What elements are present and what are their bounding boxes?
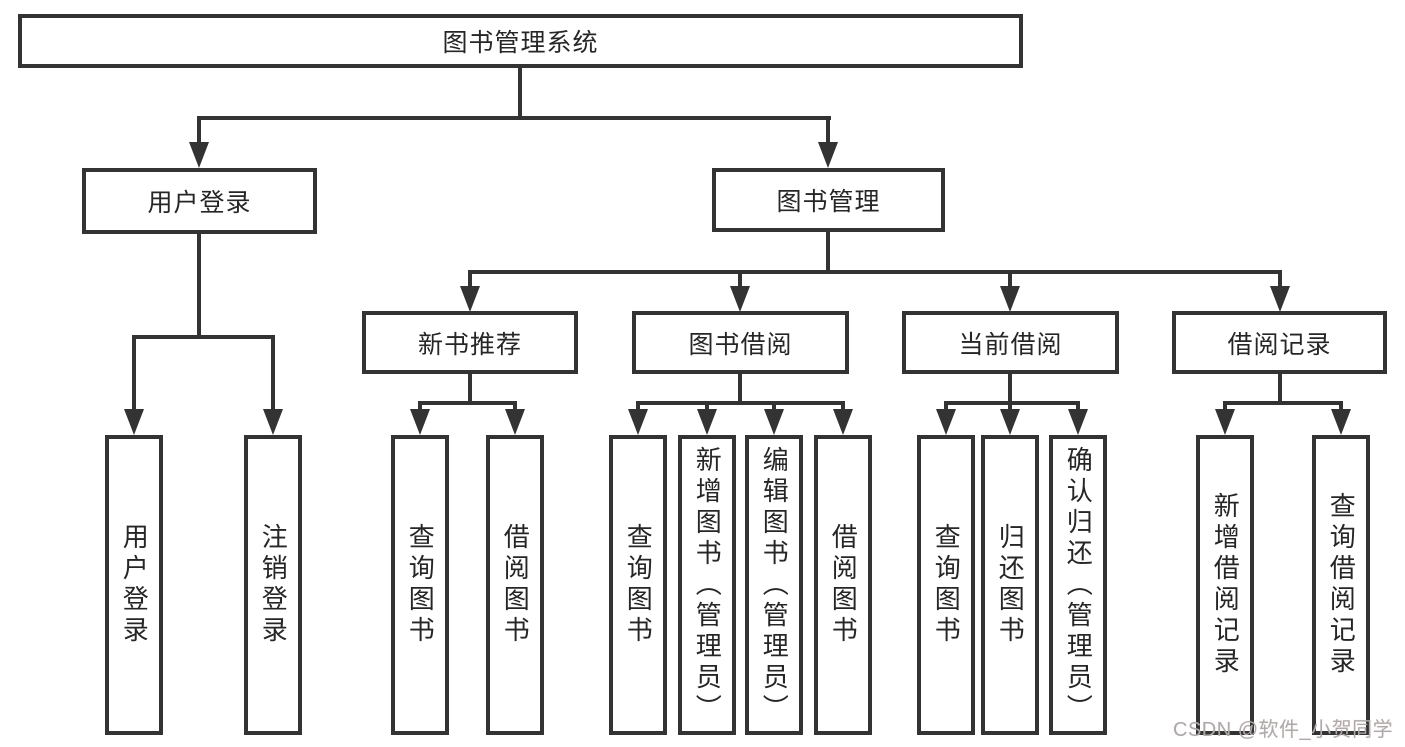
node-label: 新书推荐	[417, 330, 522, 359]
node-current-borrow: 当前借阅	[902, 311, 1119, 374]
arrowhead-book-management	[818, 142, 838, 168]
leaf-label: 编辑图书（管理员）	[759, 445, 790, 725]
connector-rail	[636, 401, 845, 405]
leaf-logout: 注销登录	[244, 435, 302, 735]
arrowhead-leaf	[628, 409, 648, 435]
leaf-add-borrow-record: 新增借阅记录	[1196, 435, 1254, 735]
node-label: 用户登录	[147, 189, 252, 217]
leaf-label: 借阅图书	[828, 523, 859, 647]
connector-to-leaf	[513, 401, 517, 413]
csdn-watermark: CSDN @软件_小贺同学	[1173, 719, 1394, 741]
connector-mgmt-stem	[826, 232, 830, 272]
connector-rail	[944, 401, 1080, 405]
leaf-edit-books-admin: 编辑图书（管理员）	[745, 435, 803, 735]
connector-to-new-book	[468, 270, 472, 290]
node-book-borrow: 图书借阅	[632, 311, 849, 374]
node-label: 当前借阅	[958, 330, 1063, 359]
arrowhead-current-borrow	[1000, 286, 1020, 312]
arrowhead-leaf	[697, 409, 717, 435]
connector-to-leaf	[772, 401, 776, 413]
arrowhead-leaf	[1331, 409, 1351, 435]
leaf-label: 新增图书（管理员）	[692, 445, 723, 725]
node-new-book-recommend: 新书推荐	[362, 311, 578, 374]
leaf-query-borrow-record: 查询借阅记录	[1312, 435, 1370, 735]
connector-login-rail	[132, 335, 275, 339]
leaf-label: 查询图书	[405, 523, 436, 647]
arrowhead-leaf	[1068, 409, 1088, 435]
leaf-label: 查询借阅记录	[1326, 492, 1357, 678]
leaf-label: 注销登录	[258, 523, 289, 647]
leaf-label: 归还图书	[995, 523, 1026, 647]
connector-to-leaf	[841, 401, 845, 413]
leaf-query-books: 查询图书	[609, 435, 667, 735]
leaf-label: 确认归还（管理员）	[1063, 445, 1094, 725]
arrowhead-leaf	[936, 409, 956, 435]
connector-to-current-borrow	[1008, 270, 1012, 290]
leaf-borrow-books: 借阅图书	[486, 435, 544, 735]
leaf-query-books: 查询图书	[917, 435, 975, 735]
node-user-login: 用户登录	[82, 168, 317, 234]
node-label: 借阅记录	[1227, 330, 1332, 359]
node-library-management-system: 图书管理系统	[18, 14, 1023, 68]
connector-stem	[1008, 374, 1012, 405]
arrowhead-leaf	[124, 409, 144, 435]
connector-stem	[468, 374, 472, 405]
connector-to-leaf	[1339, 401, 1343, 413]
arrowhead-leaf	[764, 409, 784, 435]
node-label: 图书管理	[776, 188, 881, 216]
connector-to-leaf	[1223, 401, 1227, 413]
node-borrow-records: 借阅记录	[1172, 311, 1387, 374]
leaf-label: 新增借阅记录	[1210, 492, 1241, 678]
leaf-confirm-return-admin: 确认归还（管理员）	[1049, 435, 1107, 735]
arrowhead-leaf	[1215, 409, 1235, 435]
arrowhead-borrow-records	[1270, 286, 1290, 312]
node-label: 图书管理系统	[442, 29, 599, 57]
connector-mgmt-rail	[468, 270, 1282, 274]
connector-stem	[1278, 374, 1282, 405]
node-label: 图书借阅	[688, 330, 793, 359]
leaf-label: 查询图书	[623, 523, 654, 647]
connector-to-user-login	[197, 116, 201, 146]
arrowhead-user-login	[189, 142, 209, 168]
connector-to-leaf	[705, 401, 709, 413]
connector-to-leaf	[271, 335, 275, 411]
connector-to-leaf	[418, 401, 422, 413]
connector-rail	[418, 401, 517, 405]
leaf-query-books: 查询图书	[391, 435, 449, 735]
node-book-management: 图书管理	[712, 168, 945, 232]
connector-login-stem	[197, 234, 201, 337]
arrowhead-leaf	[1000, 409, 1020, 435]
connector-stem	[738, 374, 742, 405]
connector-rail	[1223, 401, 1343, 405]
leaf-label: 用户登录	[119, 523, 150, 647]
connector-to-book-borrow	[738, 270, 742, 290]
arrowhead-leaf	[505, 409, 525, 435]
leaf-borrow-books: 借阅图书	[814, 435, 872, 735]
arrowhead-leaf	[263, 409, 283, 435]
connector-to-leaf	[132, 335, 136, 411]
connector-root-rail	[197, 116, 831, 120]
connector-to-book-management	[826, 116, 830, 146]
arrowhead-book-borrow	[730, 286, 750, 312]
arrowhead-leaf	[410, 409, 430, 435]
leaf-add-books-admin: 新增图书（管理员）	[678, 435, 736, 735]
connector-to-leaf	[1008, 401, 1012, 413]
connector-to-leaf	[944, 401, 948, 413]
connector-root-stem	[518, 68, 522, 118]
arrowhead-leaf	[833, 409, 853, 435]
leaf-label: 查询图书	[931, 523, 962, 647]
connector-to-borrow-records	[1278, 270, 1282, 290]
leaf-user-login: 用户登录	[105, 435, 163, 735]
connector-to-leaf	[636, 401, 640, 413]
leaf-label: 借阅图书	[500, 523, 531, 647]
connector-to-leaf	[1076, 401, 1080, 413]
leaf-return-books: 归还图书	[981, 435, 1039, 735]
arrowhead-new-book	[460, 286, 480, 312]
